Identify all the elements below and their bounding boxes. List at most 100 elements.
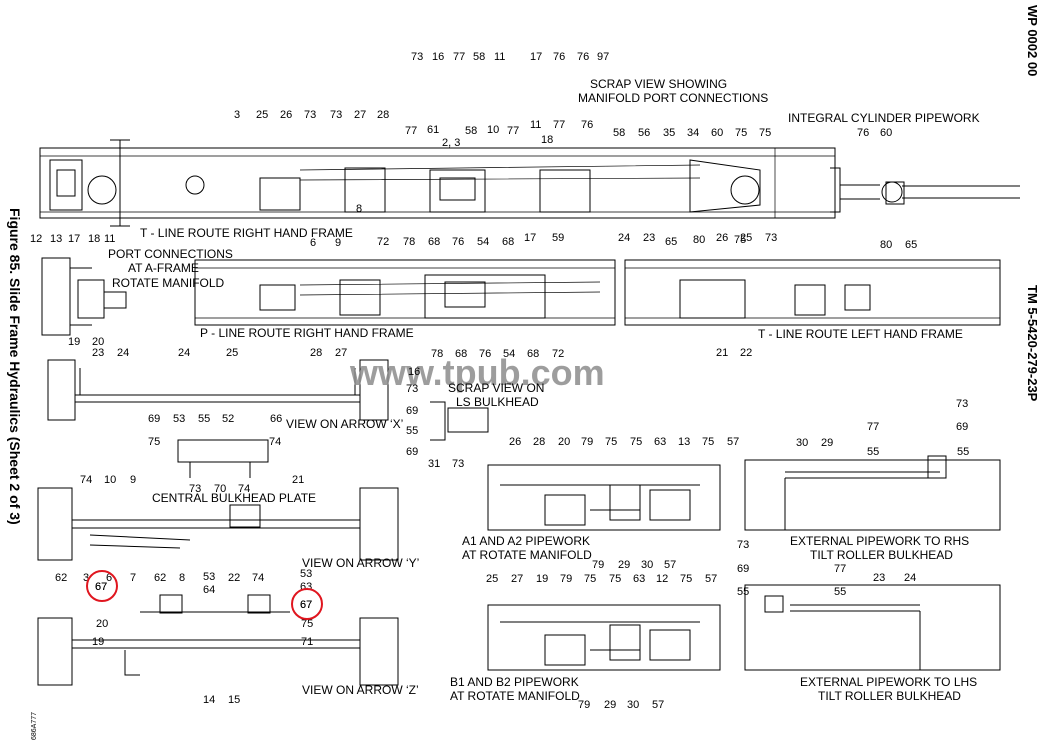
caption-ext-lhs-2: TILT ROLLER BULKHEAD xyxy=(818,689,961,703)
captions: SCRAP VIEW SHOWING MANIFOLD PORT CONNECT… xyxy=(108,77,980,703)
callout-port-bottom-0: 19 xyxy=(68,336,80,348)
highlight-label-1: 67 xyxy=(95,581,107,593)
y-lower-valves xyxy=(140,594,290,614)
callout-b1b2-view-5: 75 xyxy=(609,573,621,585)
callout-y-view-6: 6 xyxy=(106,572,112,584)
callout-t-right-top-9: 56 xyxy=(638,127,650,139)
callout-z-view-0: 20 xyxy=(96,618,108,630)
callout-t-right-bottom-5: 54 xyxy=(477,236,489,248)
callout-t-right-bottom-3: 68 xyxy=(428,236,440,248)
callout-x-view-top-3: 27 xyxy=(335,347,347,359)
caption-a1a2-1: A1 AND A2 PIPEWORK xyxy=(462,534,590,548)
callout-b1b2-view-0: 25 xyxy=(486,573,498,585)
callout-scrap-cluster-4: 11 xyxy=(530,119,541,131)
caption-port-conn-1: PORT CONNECTIONS xyxy=(108,247,233,261)
callout-y-view-10: 22 xyxy=(228,572,240,584)
callout-ls-view-0: 16 xyxy=(408,366,420,378)
line-art xyxy=(37,139,1020,686)
callout-a1a2-view-10: 79 xyxy=(592,559,604,571)
callout-t-right-top-10: 35 xyxy=(663,127,675,139)
callout-scrap-cluster-5: 77 xyxy=(553,119,565,131)
callout-t-right-top-3: 73 xyxy=(304,109,316,121)
wp-number: WP 0002 00 xyxy=(1025,5,1040,76)
callout-top-cluster-2: 77 xyxy=(453,51,465,63)
callout-port-bottom-2: 23 xyxy=(92,347,104,359)
callout-p-right-top-2: 17 xyxy=(524,232,536,244)
callout-b1b2-view-13: 57 xyxy=(652,699,664,711)
callout-t-right-top-0: 3 xyxy=(234,109,240,121)
caption-arrow-x: VIEW ON ARROW ‘X’ xyxy=(286,417,403,431)
callout-top-cluster-5: 77 xyxy=(405,125,417,137)
caption-ext-lhs-1: EXTERNAL PIPEWORK TO LHS xyxy=(800,675,977,689)
callout-x-view-top-1: 25 xyxy=(226,347,238,359)
callout-t-right-top-2: 26 xyxy=(280,109,292,121)
b1b2-pipework xyxy=(487,604,721,671)
callout-y-view-4: 62 xyxy=(55,572,67,584)
callout-x-assembly-4: 66 xyxy=(270,413,282,425)
callout-y-view-11: 74 xyxy=(252,572,264,584)
port-connections-block xyxy=(41,257,127,336)
callout-scrap-cluster-2: 76 xyxy=(577,51,589,63)
callout-t-left-top-2: 26 xyxy=(716,232,728,244)
callout-t-right-top-12: 60 xyxy=(711,127,723,139)
callout-a1a2-view-12: 30 xyxy=(641,559,653,571)
highlight-label-2: 67 xyxy=(300,599,312,611)
callout-port-top-2: 17 xyxy=(68,233,80,245)
caption-scrap-manifold-1: SCRAP VIEW SHOWING xyxy=(590,77,727,91)
x-valve-assembly xyxy=(177,439,269,478)
callout-lhs-view-2: 77 xyxy=(834,563,846,575)
callout-y-view-1: 10 xyxy=(104,474,116,486)
caption-integral: INTEGRAL CYLINDER PIPEWORK xyxy=(788,111,980,125)
callout-b1b2-view-4: 75 xyxy=(584,573,596,585)
callout-t-left-top-1: 23 xyxy=(643,232,655,244)
callout-t-left-top-3: 25 xyxy=(740,232,752,244)
callout-port-top-3: 18 xyxy=(88,233,100,245)
callout-rhs-view-5: 30 xyxy=(796,437,808,449)
caption-b1b2-1: B1 AND B2 PIPEWORK xyxy=(450,675,579,689)
callout-y-view-3: 21 xyxy=(292,474,304,486)
art-id: 686A777 xyxy=(31,712,38,740)
callout-b1b2-view-3: 79 xyxy=(560,573,572,585)
callout-t-left-top-0: 24 xyxy=(618,232,630,244)
callout-x-assembly-9: 74 xyxy=(238,483,250,495)
callout-a1a2-view-13: 57 xyxy=(664,559,676,571)
callout-x-view-top-2: 28 xyxy=(310,347,322,359)
callout-top-cluster-3: 58 xyxy=(473,51,485,63)
callout-port-top-0: 12 xyxy=(30,233,42,245)
caption-ext-rhs-1: EXTERNAL PIPEWORK TO RHS xyxy=(790,534,969,548)
callout-p-right-top-3: 59 xyxy=(552,232,564,244)
callout-t-right-bottom-1: 72 xyxy=(377,236,389,248)
callout-x-assembly-2: 55 xyxy=(198,413,210,425)
caption-t-right: T - LINE ROUTE RIGHT HAND FRAME xyxy=(140,226,353,240)
lhs-tilt-roller xyxy=(744,584,1001,671)
callout-b1b2-view-1: 27 xyxy=(511,573,523,585)
callout-t-right-bottom-8: 80 xyxy=(693,234,705,246)
t-right-frame xyxy=(39,139,841,227)
a1a2-pipework xyxy=(487,464,721,531)
callout-x-assembly-7: 73 xyxy=(189,483,201,495)
callout-a1a2-view-5: 75 xyxy=(630,436,642,448)
callout-a1a2-view-3: 79 xyxy=(581,436,593,448)
callout-a1a2-view-8: 75 xyxy=(702,436,714,448)
callout-top-cluster-9: 77 xyxy=(507,125,519,137)
callout-top-cluster-1: 16 xyxy=(432,51,444,63)
callout-p-right-bottom-1: 68 xyxy=(455,348,467,360)
callout-top-cluster-10: 2, 3 xyxy=(442,137,460,149)
callout-t-right-top-4: 73 xyxy=(330,109,342,121)
callout-t-right-bottom-9: 75 xyxy=(734,234,746,246)
callout-a1a2-view-6: 63 xyxy=(654,436,666,448)
callout-y-view-7: 7 xyxy=(130,572,136,584)
callout-y-view-17: 67 xyxy=(95,581,107,593)
callout-x-assembly-6: 74 xyxy=(269,436,281,448)
callout-a1a2-view-2: 20 xyxy=(558,436,570,448)
callout-a1a2-view-7: 13 xyxy=(678,436,690,448)
callout-z-view-4: 71 xyxy=(301,636,313,648)
callout-b1b2-view-9: 57 xyxy=(705,573,717,585)
figure-title: Figure 85. Slide Frame Hydraulics (Sheet… xyxy=(7,208,23,525)
caption-arrow-y: VIEW ON ARROW ‘Y’ xyxy=(302,556,419,570)
caption-t-left: T - LINE ROUTE LEFT HAND FRAME xyxy=(758,327,963,341)
caption-port-conn-3: ROTATE MANIFOLD xyxy=(112,276,225,290)
callout-y-view-15: 63 xyxy=(300,581,312,593)
callout-lhs-view-0: 73 xyxy=(737,539,749,551)
integral-cylinder xyxy=(840,181,1020,205)
